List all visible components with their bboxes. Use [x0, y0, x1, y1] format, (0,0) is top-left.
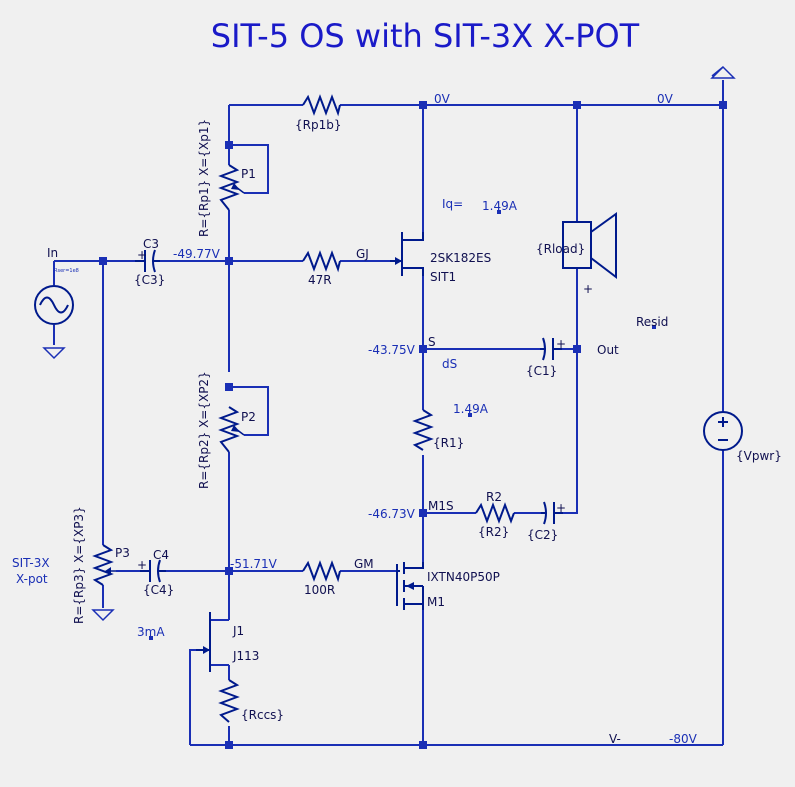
resistor-rccs-icon: [218, 679, 240, 723]
rp1b-label: {Rp1b}: [295, 118, 341, 132]
mosfet-part-label: IXTN40P50P: [427, 570, 500, 584]
c2-plus: +: [556, 501, 566, 515]
p1-value: R={Rp1} X={Xp1}: [197, 119, 211, 237]
sit-part-label: 2SK182ES: [430, 251, 491, 265]
node-s: S: [428, 335, 436, 349]
capacitor-c2-icon: [541, 501, 563, 525]
c2-value: {C2}: [527, 528, 558, 542]
resistor-r1-icon: [412, 409, 434, 451]
p1-name: P1: [241, 167, 256, 181]
resistor-r2-icon: [475, 502, 515, 524]
capacitor-c3-icon: [135, 249, 160, 273]
resistor-rp1b-icon: [302, 94, 341, 117]
wires: [53, 80, 724, 746]
r1-value: {R1}: [433, 436, 464, 450]
net-label-v-minus: V-: [609, 732, 621, 746]
potentiometer-p2-icon: [218, 406, 245, 453]
jfet-j1-icon: [196, 612, 211, 672]
load-polarity: +: [583, 282, 593, 296]
node-resid: Resid: [636, 315, 668, 329]
capacitor-c4-icon: [140, 559, 166, 583]
c1-plus: +: [556, 337, 566, 351]
mosfet-name-label: M1: [427, 595, 445, 609]
resistor-100r-icon: [302, 560, 341, 583]
net-label-gate-voltage: -49.77V: [173, 247, 221, 261]
node-gm: GM: [354, 557, 374, 571]
jfet-j1-name: J1: [232, 624, 244, 638]
r-gate-100r: 100R: [304, 583, 335, 597]
xpot-label-line2: X-pot: [16, 572, 48, 586]
c4-plus: +: [137, 558, 147, 572]
c3-value: {C3}: [134, 273, 165, 287]
r2-name: R2: [486, 490, 502, 504]
net-label-0v-right: 0V: [657, 92, 674, 106]
net-label-m1s-voltage: -46.73V: [368, 507, 416, 521]
rccs-value: {Rccs}: [241, 708, 284, 722]
sine-source-icon: [34, 285, 74, 325]
node-out: Out: [597, 343, 619, 357]
node-in: In: [47, 246, 58, 260]
jfet-sit1-icon: [390, 232, 424, 276]
dc-source-icon: [703, 411, 743, 451]
rload-label: {Rload}: [536, 242, 585, 256]
jfet-j1-part: J113: [232, 649, 259, 663]
c3-name: C3: [143, 237, 159, 251]
node-m1s: M1S: [428, 499, 454, 513]
r1-current: 1.49A: [453, 402, 489, 416]
supply-arrow-icon: [710, 65, 736, 79]
capacitor-c1-icon: [540, 337, 562, 361]
junctions: [99, 101, 727, 749]
c1-value: {C1}: [526, 364, 557, 378]
p2-name: P2: [241, 410, 256, 424]
mosfet-m1-icon: [396, 562, 424, 610]
ground-icon: [91, 609, 115, 622]
xpot-label-line1: SIT-3X: [12, 556, 50, 570]
ground-icon: [42, 347, 66, 360]
potentiometer-p1-icon: [218, 164, 245, 211]
net-label-0v-left: 0V: [434, 92, 451, 106]
c4-value: {C4}: [143, 583, 174, 597]
c4-name: C4: [153, 548, 169, 562]
p3-name: P3: [115, 546, 130, 560]
speaker-icon: [562, 212, 617, 280]
source-param: Rser=1e8: [54, 268, 79, 274]
iq-value: 1.49A: [482, 199, 518, 213]
net-label-gm-voltage: -51.71V: [230, 557, 278, 571]
c3-plus: +: [137, 248, 147, 262]
ccs-current: 3mA: [137, 625, 165, 639]
r-gate-47r: 47R: [308, 273, 332, 287]
resistor-47r-icon: [302, 250, 341, 273]
schematic-title: SIT-5 OS with SIT-3X X-POT: [211, 17, 640, 55]
vpwr-value: {Vpwr}: [736, 449, 782, 463]
iq-label: Iq=: [442, 197, 463, 211]
p2-value: R={Rp2} X={XP2}: [197, 371, 211, 489]
net-label-source-voltage: -43.75V: [368, 343, 416, 357]
sit-name-label: SIT1: [430, 270, 456, 284]
potentiometer-p3-icon: [92, 544, 116, 586]
net-label-v-minus-value: -80V: [669, 732, 698, 746]
node-ds: dS: [442, 357, 457, 371]
p3-value: R={Rp3} X={XP3}: [72, 506, 86, 624]
r2-value: {R2}: [478, 525, 509, 539]
node-gj: GJ: [356, 247, 369, 261]
